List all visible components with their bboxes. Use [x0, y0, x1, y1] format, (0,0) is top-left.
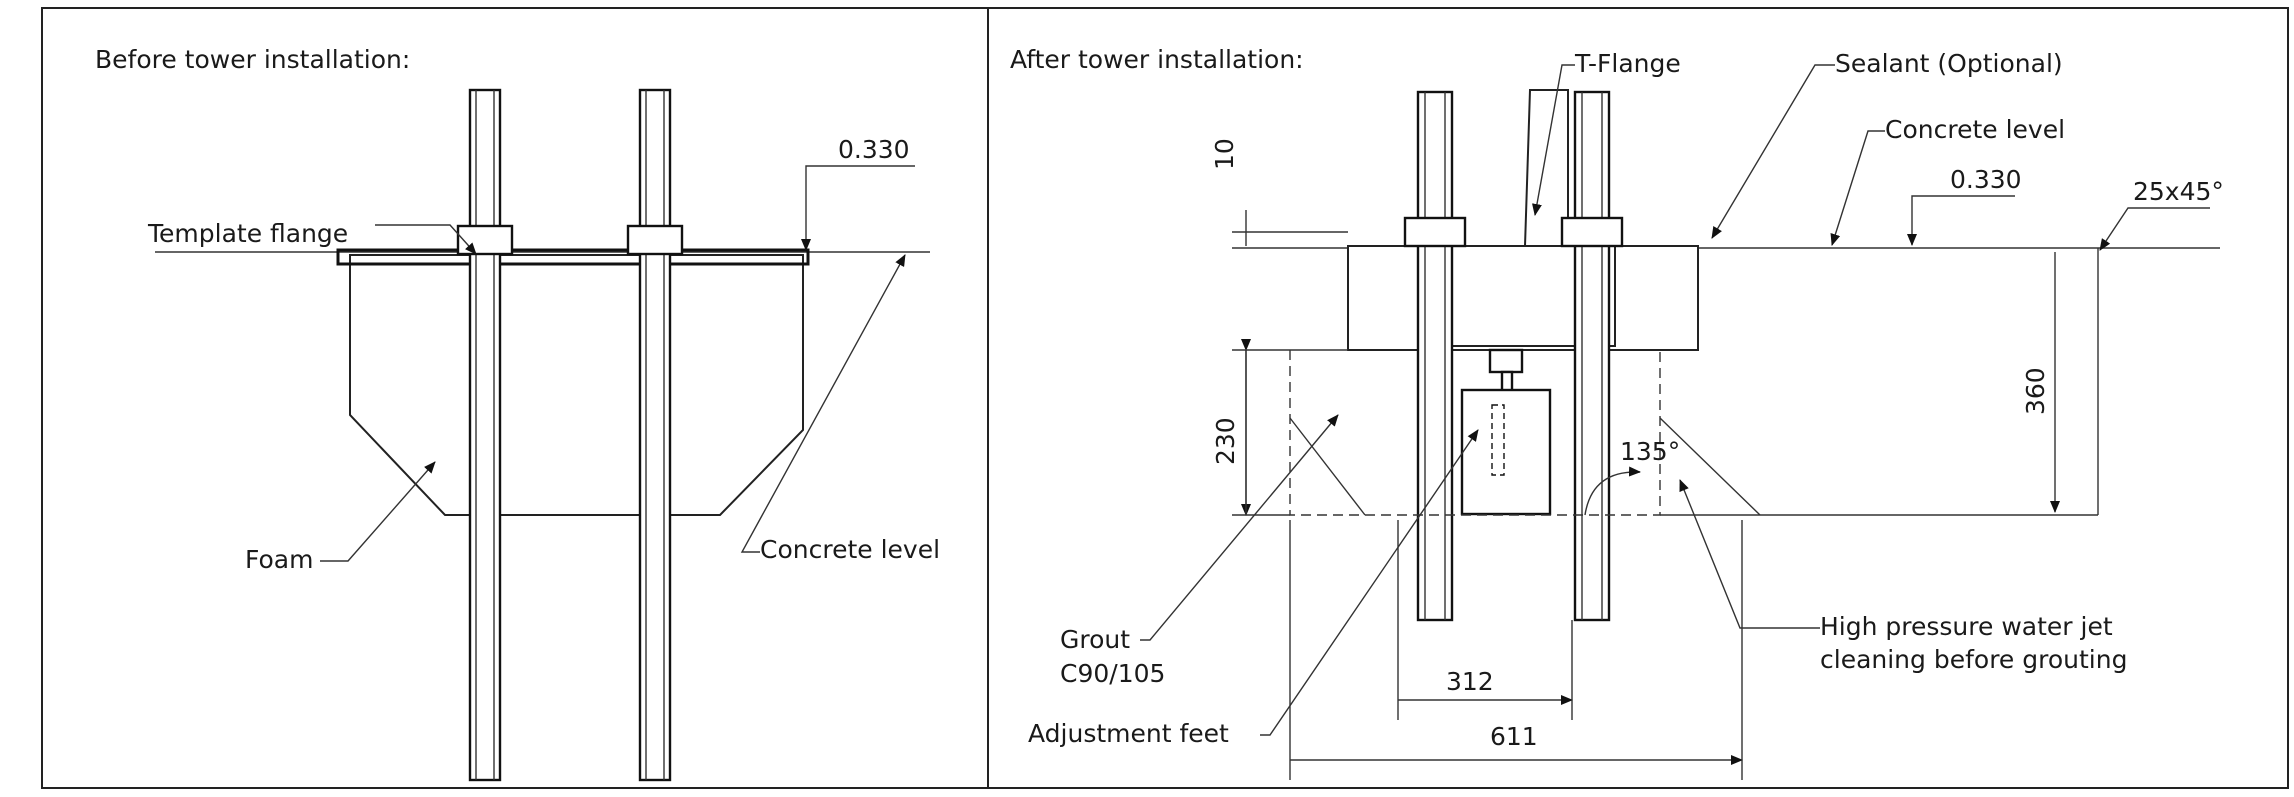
label-foam: Foam — [245, 545, 313, 574]
leader-sealant — [1711, 64, 1835, 239]
label-grout-1: Grout — [1060, 625, 1130, 654]
label-grout-2: C90/105 — [1060, 659, 1165, 688]
dim-230: 230 — [1211, 417, 1240, 465]
right-panel-title: After tower installation: — [1010, 45, 1304, 74]
dim-611: 611 — [1490, 722, 1538, 751]
label-t-flange: T-Flange — [1574, 49, 1681, 78]
leader-grout — [1140, 414, 1339, 641]
angle-arc — [1584, 466, 1641, 516]
dim-360: 360 — [2021, 367, 2050, 415]
leader-left-concrete-level — [740, 254, 906, 553]
angle-135: 135° — [1620, 437, 1680, 466]
leader-foam — [320, 461, 436, 562]
template-flange-plate — [336, 248, 810, 266]
label-chamfer: 25x45° — [2133, 177, 2224, 206]
leader-right-concrete-level — [1830, 130, 1885, 246]
grout-block — [1347, 245, 1699, 351]
dim-10: 10 — [1210, 138, 1239, 170]
left-concrete-block — [349, 254, 804, 516]
leader-template-flange — [375, 224, 477, 255]
leader-chamfer — [2099, 207, 2210, 251]
right-bolt-2 — [1560, 90, 1624, 622]
label-left-dim-330: 0.330 — [838, 135, 910, 164]
label-water-jet-2: cleaning before grouting — [1820, 645, 2127, 674]
adjustment-foot — [1460, 348, 1552, 516]
left-bolt-1 — [456, 88, 514, 782]
label-template-flange: Template flange — [147, 219, 348, 248]
leader-water-jet — [1679, 479, 1820, 629]
leader-t-flange — [1532, 64, 1575, 216]
left-panel: Before tower installation: Template flan… — [95, 45, 940, 782]
right-panel: After tower installation: — [1010, 45, 2224, 780]
label-right-dim-330: 0.330 — [1950, 165, 2022, 194]
left-bolt-2 — [626, 88, 684, 782]
label-adjustment-feet: Adjustment feet — [1028, 719, 1229, 748]
drawing-frame — [41, 7, 2289, 789]
grout-fill-outline — [1289, 350, 1661, 516]
label-right-concrete-level: Concrete level — [1885, 115, 2065, 144]
right-bolt-1 — [1403, 90, 1467, 622]
leader-adjustment-feet — [1260, 429, 1479, 736]
label-sealant: Sealant (Optional) — [1835, 49, 2063, 78]
left-panel-title: Before tower installation: — [95, 45, 410, 74]
leader-right-dim-330 — [1907, 195, 1917, 246]
dim-312: 312 — [1446, 667, 1494, 696]
label-water-jet-1: High pressure water jet — [1820, 612, 2113, 641]
leader-left-dim-330 — [801, 165, 832, 251]
label-left-concrete-level: Concrete level — [760, 535, 940, 564]
